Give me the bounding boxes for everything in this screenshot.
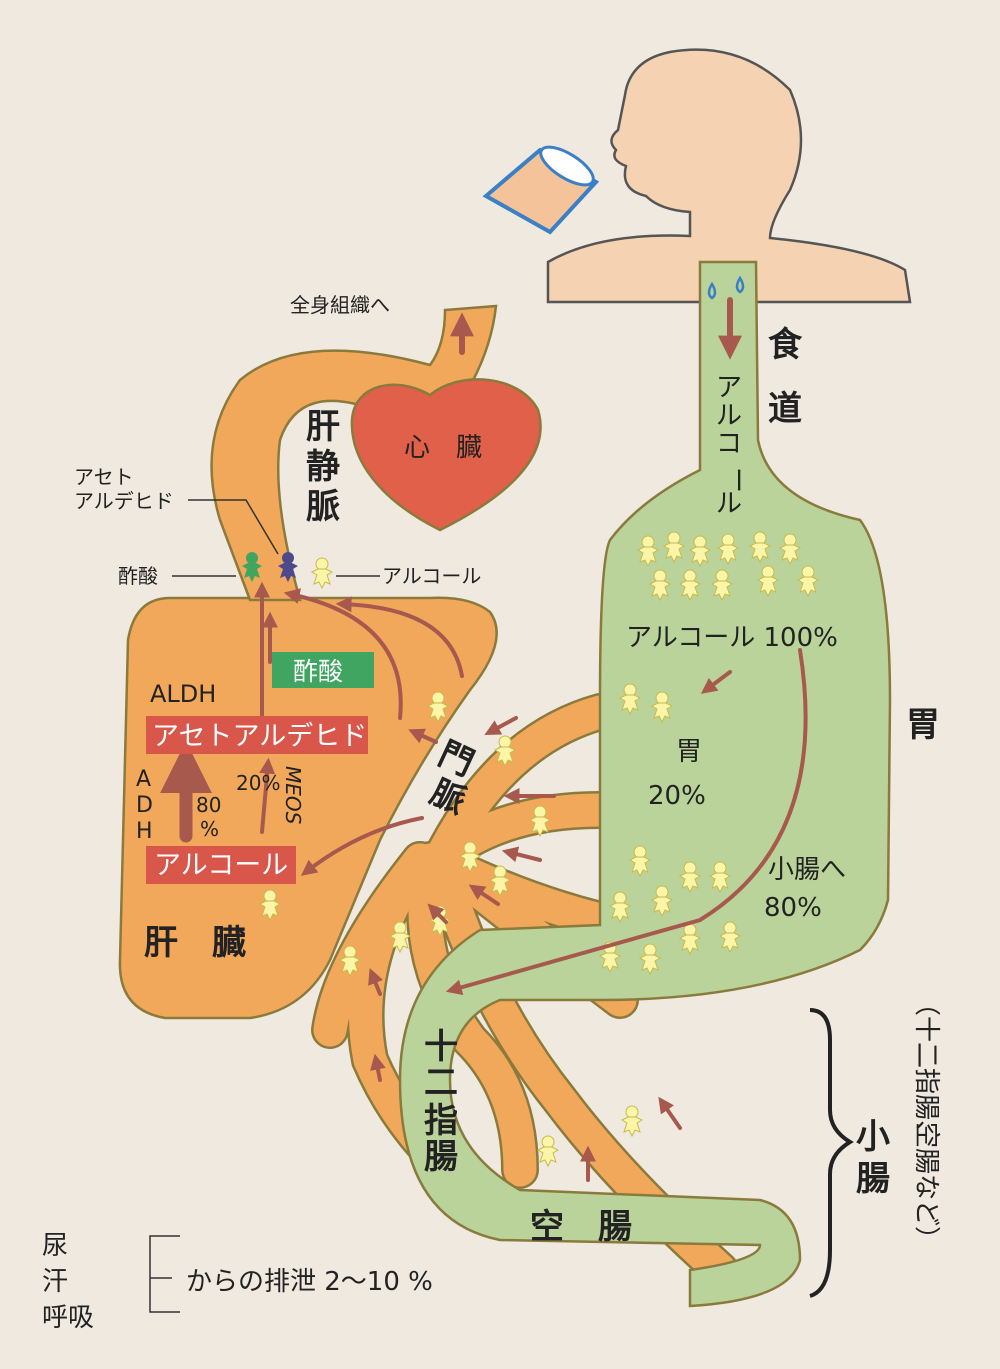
glass-icon bbox=[482, 145, 600, 235]
svg-text:二: 二 bbox=[424, 1063, 458, 1103]
svg-text:コ: コ bbox=[716, 429, 742, 459]
svg-text:ル: ル bbox=[716, 489, 742, 519]
digestive-tract bbox=[398, 260, 892, 1308]
svg-text:D: D bbox=[136, 793, 153, 818]
svg-text:指: 指 bbox=[424, 1101, 458, 1141]
flow-arrows bbox=[160, 297, 808, 1182]
person-silhouette bbox=[546, 48, 912, 304]
svg-text:肝: 肝 bbox=[306, 407, 340, 447]
excretion-urine: 尿 bbox=[42, 1231, 68, 1261]
small-intestine-note-1: （十二指腸、 bbox=[911, 990, 941, 1146]
hepatic-vein-label: 肝 静 脈 bbox=[306, 407, 340, 527]
excretion-sweat: 汗 bbox=[42, 1267, 68, 1297]
heart-label: 心 臓 bbox=[404, 433, 482, 463]
adh-pct-unit: % bbox=[200, 817, 219, 841]
svg-text:A: A bbox=[136, 767, 151, 792]
svg-text:十: 十 bbox=[424, 1027, 458, 1067]
stomach-pct-value: 20% bbox=[648, 781, 706, 811]
water-drop-icon bbox=[707, 275, 745, 300]
svg-text:ア: ア bbox=[716, 373, 742, 403]
acetic-acid-side-label: 酢酸 bbox=[118, 564, 158, 588]
small-intestine-label: 小 腸 bbox=[856, 1117, 890, 1199]
small-intestine-bracket bbox=[809, 1008, 854, 1298]
svg-text:静: 静 bbox=[306, 447, 340, 487]
alcohol-box-label: アルコール bbox=[154, 850, 288, 881]
stomach-label: 胃 bbox=[906, 705, 940, 745]
stomach-alcohol-label: アルコール 100% bbox=[626, 623, 838, 653]
jejunum-label: 空 腸 bbox=[530, 1207, 632, 1247]
svg-text:腸: 腸 bbox=[856, 1159, 890, 1199]
to-whole-body-label: 全身組織へ bbox=[290, 293, 390, 317]
liver-label: 肝 臓 bbox=[144, 923, 246, 963]
acetaldehyde-label-2: アルデヒド bbox=[74, 489, 174, 513]
excretion-text: からの排泄 2〜10 % bbox=[186, 1267, 433, 1297]
svg-text:腸: 腸 bbox=[424, 1137, 458, 1177]
acetaldehyde-box-label: アセトアルデヒド bbox=[152, 721, 367, 752]
heart bbox=[350, 378, 542, 532]
leader-lines bbox=[149, 499, 380, 1313]
aldh-label: ALDH bbox=[150, 680, 216, 708]
svg-text:ー: ー bbox=[722, 467, 752, 493]
svg-text:脈: 脈 bbox=[306, 487, 340, 527]
adh-label: A D H bbox=[136, 767, 153, 844]
to-small-intestine-value: 80% bbox=[764, 893, 822, 923]
adh-pct-value: 80 bbox=[196, 793, 221, 817]
esophagus-alcohol-label: ア ル コ ー ル bbox=[716, 373, 752, 519]
svg-text:小: 小 bbox=[856, 1117, 890, 1157]
esophagus-label-1: 食 bbox=[768, 325, 803, 365]
excretion-breath: 呼吸 bbox=[42, 1303, 94, 1333]
hepatic-vein bbox=[210, 304, 498, 602]
to-small-intestine-label: 小腸へ bbox=[768, 855, 846, 885]
svg-text:ル: ル bbox=[716, 401, 742, 431]
duodenum-label: 十 二 指 腸 bbox=[424, 1027, 458, 1177]
acetaldehyde-box bbox=[146, 716, 368, 754]
esophagus-label-2: 道 bbox=[768, 389, 802, 429]
stomach-pct-label: 胃 bbox=[676, 737, 702, 767]
alcohol-side-label: アルコール bbox=[382, 564, 481, 588]
acetic-acid-box-label: 酢酸 bbox=[293, 657, 343, 686]
small-intestine-note-2: 空腸など） bbox=[911, 1122, 941, 1252]
meos-label: MEOS bbox=[281, 766, 305, 825]
svg-text:H: H bbox=[136, 819, 153, 844]
acetic-acid-box bbox=[272, 652, 374, 688]
alcohol-box bbox=[146, 846, 296, 884]
acetaldehyde-label-1: アセト bbox=[74, 465, 134, 489]
meos-pct-label: 20% bbox=[236, 771, 280, 795]
